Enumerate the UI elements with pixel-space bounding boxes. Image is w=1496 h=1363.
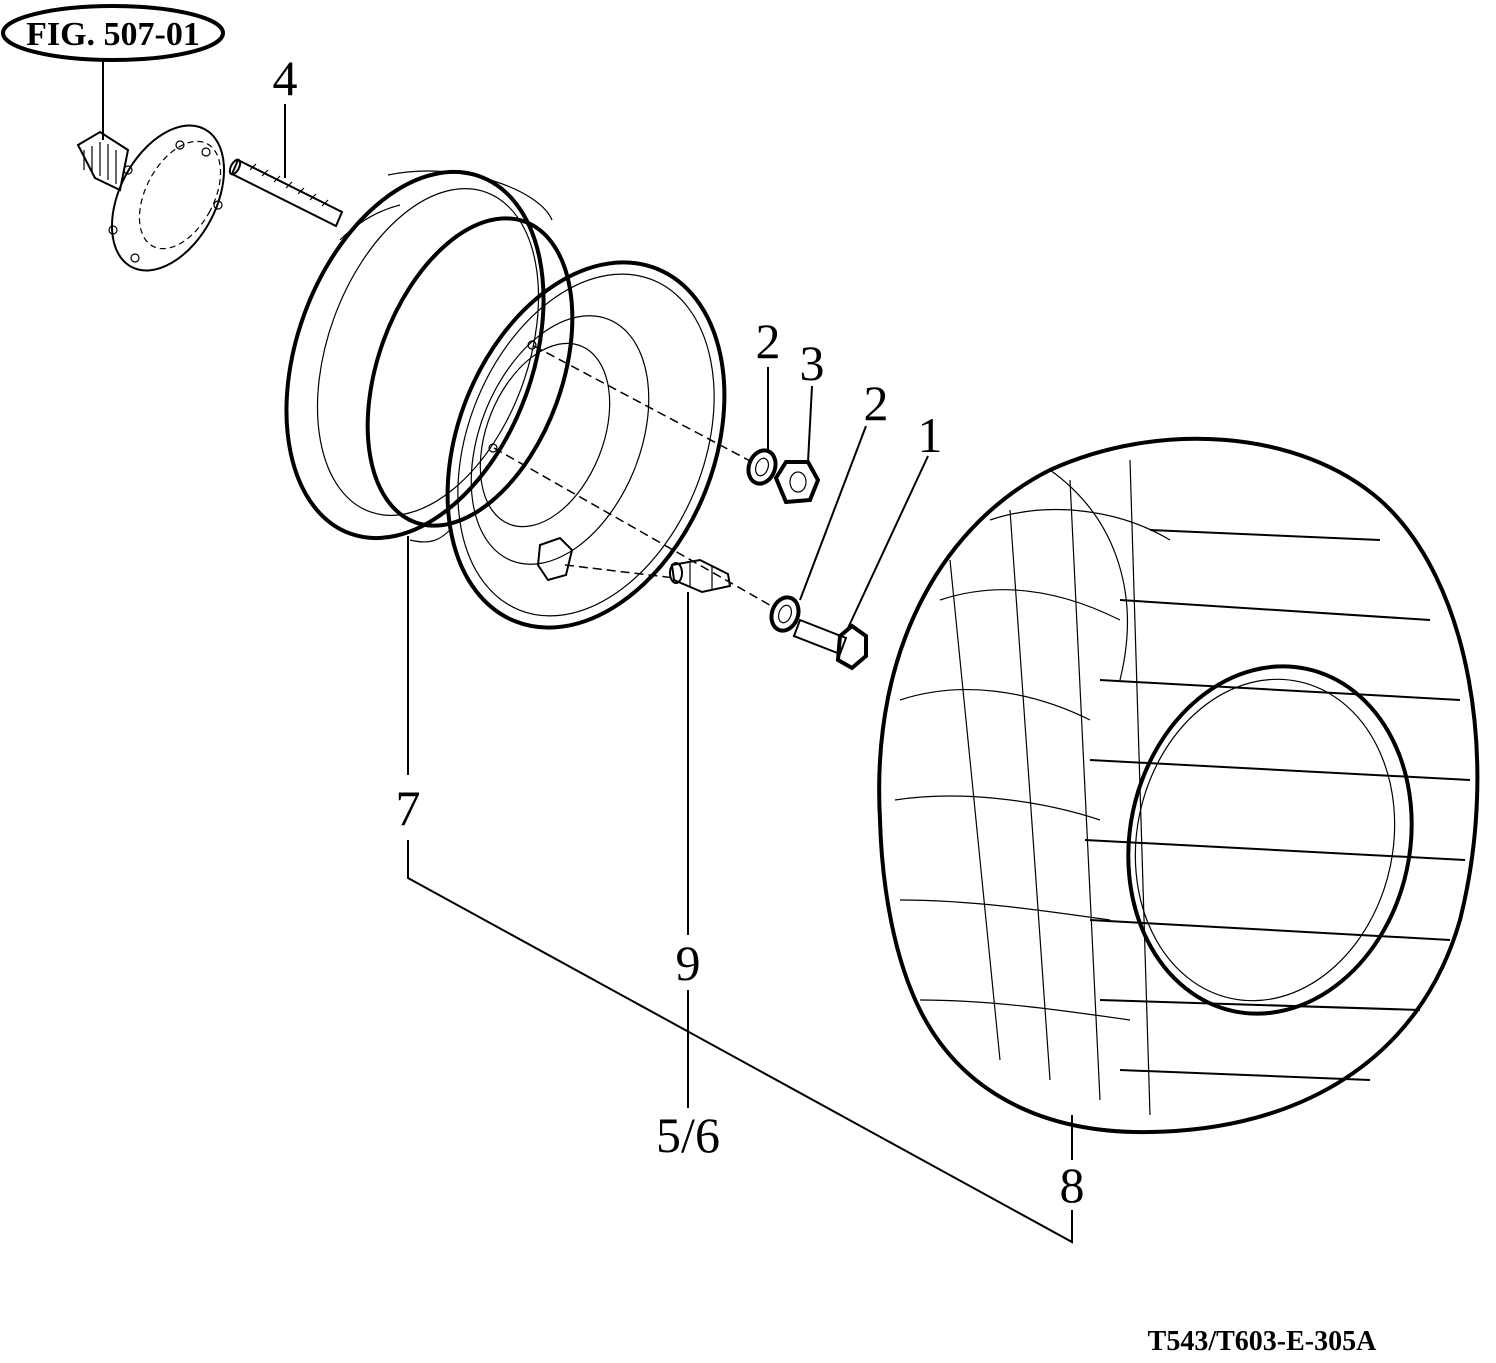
figure-reference-label: FIG. 507-01 <box>26 16 200 53</box>
callout-washer-upper: 2 <box>756 313 781 369</box>
tire <box>877 436 1480 1135</box>
valve-stem <box>669 558 732 594</box>
callout-valve-stem: 9 <box>676 935 701 991</box>
assembly-line-valve <box>564 564 676 579</box>
callout-washer-lower: 2 <box>864 375 889 431</box>
callout-nut: 3 <box>800 335 825 391</box>
figure-reference-badge[interactable]: FIG. 507-01 <box>1 4 225 62</box>
callout-tire: 8 <box>1060 1157 1085 1213</box>
nut-leader <box>807 385 813 463</box>
bolt-leader <box>847 455 929 629</box>
callout-stud: 4 <box>273 50 298 106</box>
hex-bolt <box>792 618 868 671</box>
wheel-stud <box>228 158 344 228</box>
washer-lower <box>769 595 801 633</box>
washer-lower-leader <box>799 425 867 601</box>
callout-valve: 5/6 <box>656 1107 720 1163</box>
washer-upper <box>746 448 778 486</box>
callout-bolt: 1 <box>918 407 943 463</box>
callout-rim: 7 <box>396 780 421 836</box>
drawing-number: T543/T603-E-305A <box>1148 1326 1377 1357</box>
assembly-bracket <box>407 840 1073 1244</box>
hex-nut <box>773 460 821 505</box>
hub-flange <box>76 124 226 272</box>
wheel-rim <box>284 169 727 630</box>
assembly-line-lower <box>493 447 776 609</box>
